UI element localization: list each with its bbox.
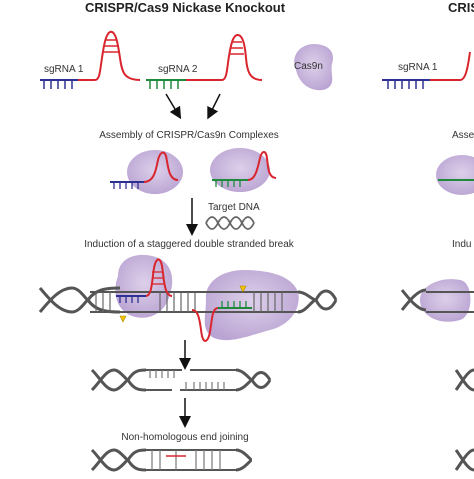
sgrna1-guide	[40, 30, 141, 89]
dna-helix-bound	[38, 254, 338, 342]
sgrna1-label: sgRNA 1	[44, 64, 84, 75]
assembly-label: Assembly of CRISPR/Cas9n Complexes	[99, 130, 279, 141]
target-dna-label: Target DNA	[208, 202, 260, 213]
target-dna-mini-helix	[205, 216, 255, 230]
sgrna2-guide	[146, 34, 263, 89]
nhej-label: Non-homologous end joining	[121, 432, 249, 443]
right-sgrna1-label: sgRNA 1	[398, 62, 438, 73]
complex-2	[210, 148, 277, 192]
right-induction-label: Indu	[452, 239, 472, 250]
right-panel-cropped	[382, 51, 474, 472]
dna-repaired	[90, 448, 253, 472]
sgrna2-label: sgRNA 2	[158, 64, 198, 75]
arrow-down-1a	[165, 93, 182, 120]
induction-label: Induction of a staggered double stranded…	[84, 239, 294, 250]
dna-staggered-break	[90, 368, 272, 392]
right-assembly-label: Asse	[452, 130, 474, 141]
right-panel-title: CRIS	[448, 0, 474, 15]
complex-1	[110, 150, 183, 194]
cas9n-protein	[294, 44, 334, 91]
arrow-down-1b	[207, 93, 221, 120]
cas9n-label: Cas9n	[294, 61, 323, 72]
left-panel-title: CRISPR/Cas9 Nickase Knockout	[84, 0, 286, 15]
